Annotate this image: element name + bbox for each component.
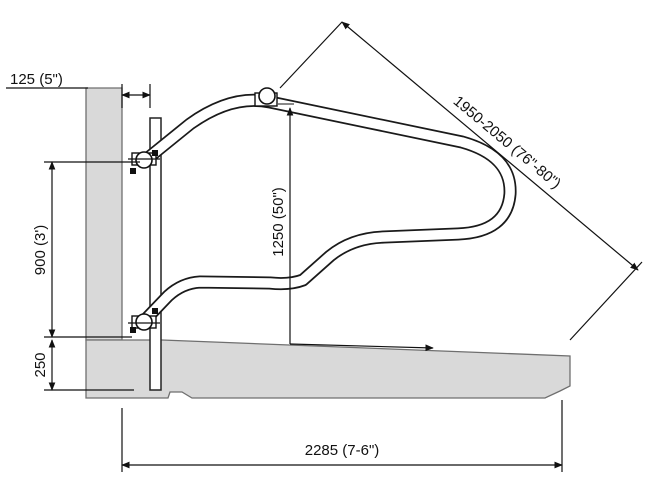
wall-thickness-label: 125 (5") — [10, 71, 63, 88]
handrail-tube — [138, 93, 517, 327]
total-length-label: 2285 (7-6") — [305, 442, 380, 459]
diagonal-length-dimension — [279, 21, 643, 341]
base-height-dimension — [44, 339, 134, 391]
ladder-post — [149, 117, 162, 391]
top-bolt-ring — [254, 87, 294, 107]
anchor-spacing-label: 900 (3') — [32, 225, 49, 275]
lower-anchor-clamp — [128, 308, 160, 333]
base-height-label: 250 — [32, 352, 49, 377]
rail-height-dimension — [286, 107, 434, 352]
rail-height-label: 1250 (50") — [270, 187, 287, 257]
pool-wall — [85, 87, 123, 341]
pool-deck-slab — [85, 339, 571, 399]
wall-thickness-dimension — [6, 84, 151, 108]
total-length-dimension — [121, 400, 563, 472]
anchor-spacing-dimension — [44, 161, 140, 338]
